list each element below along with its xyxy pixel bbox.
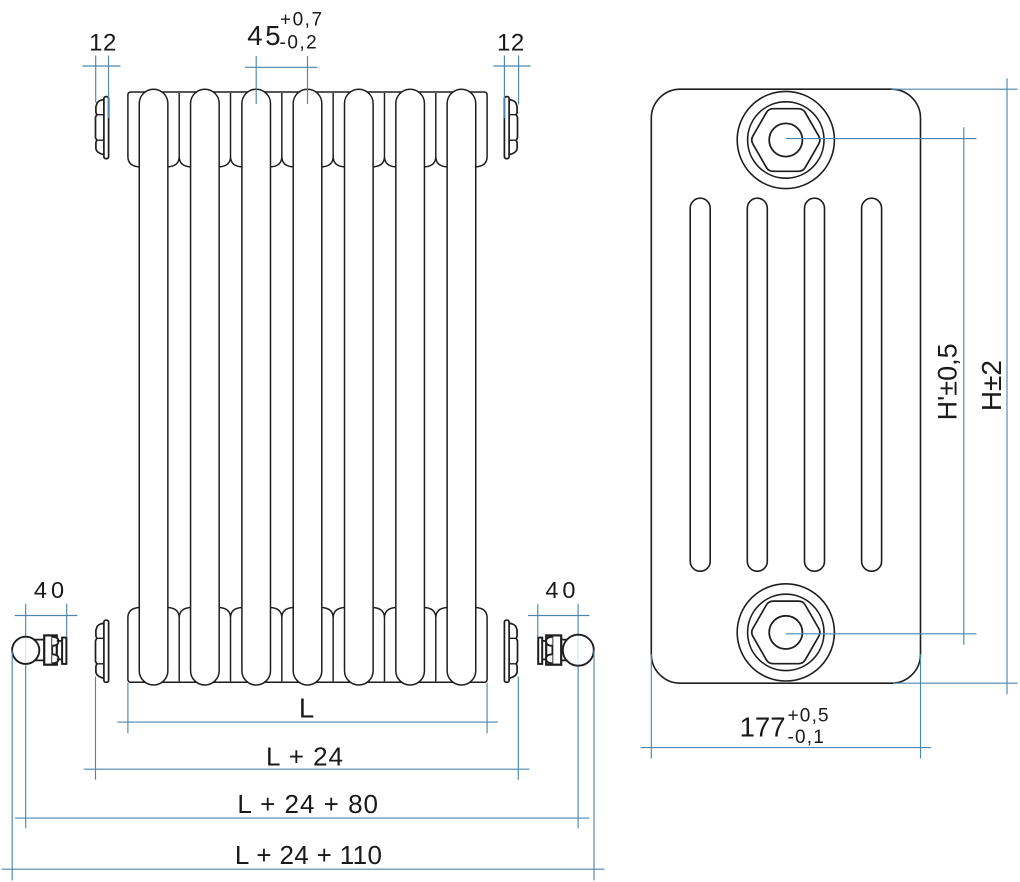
svg-text:177: 177 bbox=[740, 712, 786, 743]
svg-text:L + 24 + 110: L + 24 + 110 bbox=[235, 840, 382, 870]
svg-text:-0,2: -0,2 bbox=[280, 33, 319, 54]
svg-text:12: 12 bbox=[497, 30, 525, 57]
svg-text:H±2: H±2 bbox=[976, 360, 1007, 411]
svg-text:+0,7: +0,7 bbox=[280, 10, 324, 31]
svg-text:L + 24: L + 24 bbox=[266, 742, 344, 772]
svg-text:+0,5: +0,5 bbox=[788, 706, 830, 727]
svg-text:H'±0,5: H'±0,5 bbox=[933, 343, 963, 420]
svg-text:-0,1: -0,1 bbox=[788, 727, 826, 748]
svg-text:40: 40 bbox=[545, 577, 579, 603]
svg-text:12: 12 bbox=[89, 30, 117, 57]
svg-text:40: 40 bbox=[34, 577, 68, 603]
svg-text:L: L bbox=[299, 693, 314, 724]
svg-text:L + 24 + 80: L + 24 + 80 bbox=[237, 789, 379, 819]
svg-text:45: 45 bbox=[247, 20, 283, 51]
